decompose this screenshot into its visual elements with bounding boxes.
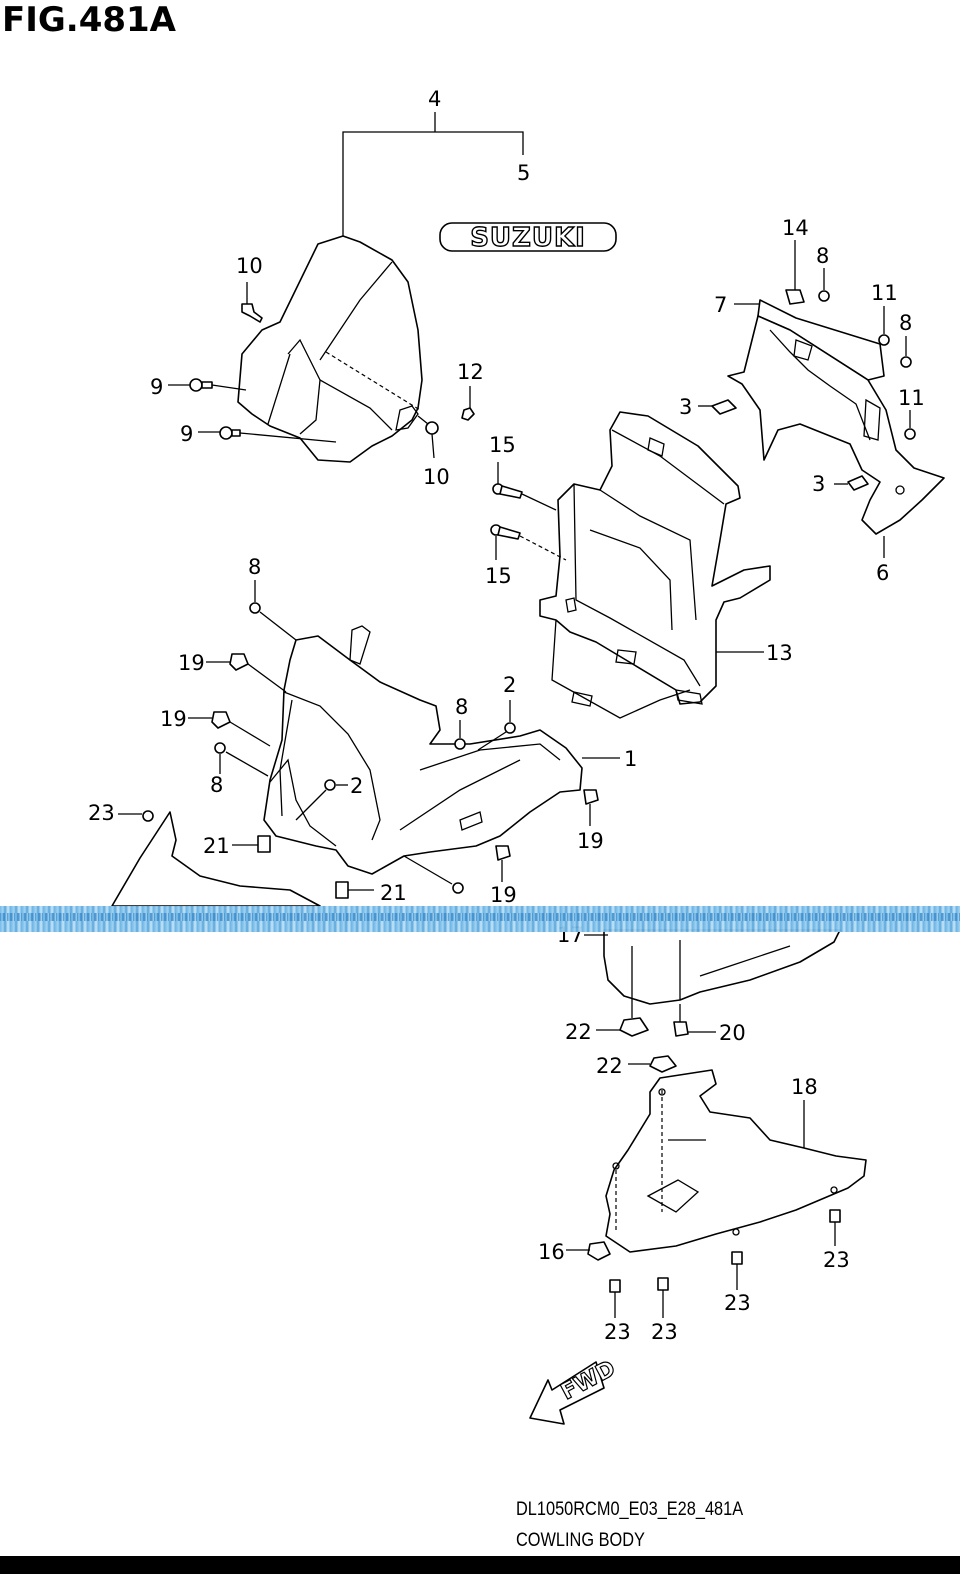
callout-10: 10 <box>423 465 450 489</box>
bottom-border <box>0 1556 960 1574</box>
callout-22: 22 <box>596 1054 623 1078</box>
emblem-text: SUZUKI <box>470 223 586 253</box>
callout-18: 18 <box>791 1075 818 1099</box>
windscreen-part-4 <box>237 112 524 463</box>
bolts-15 <box>490 462 567 561</box>
callout-15: 15 <box>489 433 516 457</box>
callout-6: 6 <box>876 561 889 585</box>
callout-22: 22 <box>565 1020 592 1044</box>
callout-11: 11 <box>871 281 898 305</box>
callout-19: 19 <box>160 707 187 731</box>
callout-8: 8 <box>816 244 829 268</box>
side-panel-left <box>111 811 321 907</box>
callout-21: 21 <box>203 834 230 858</box>
suzuki-emblem-part-5: SUZUKI <box>439 222 617 254</box>
headlight-bracket-part-13 <box>539 411 771 719</box>
drawing-code: DL1050RCM0_E03_E28_481A <box>516 1499 744 1520</box>
callout-11: 11 <box>898 386 925 410</box>
drawing-caption: COWLING BODY <box>516 1530 645 1551</box>
callout-9: 9 <box>150 375 163 399</box>
fasteners-lower <box>118 580 599 899</box>
callout-8: 8 <box>899 311 912 335</box>
windscreen-screws <box>168 282 475 459</box>
callout-8: 8 <box>248 555 261 579</box>
inner-cowl-part-1 <box>263 625 620 875</box>
callout-14: 14 <box>782 216 809 240</box>
callout-23: 23 <box>651 1320 678 1344</box>
callout-19: 19 <box>577 829 604 853</box>
callout-16: 16 <box>538 1240 565 1264</box>
figure-title: FIG.481A <box>2 0 176 40</box>
callout-19: 19 <box>490 883 517 907</box>
callout-4: 4 <box>428 87 441 111</box>
callout-labels: 4 5 14 8 10 11 8 7 9 12 9 3 11 10 15 3 6… <box>88 87 925 1344</box>
callout-23: 23 <box>823 1248 850 1272</box>
callout-19: 19 <box>178 651 205 675</box>
callout-15: 15 <box>485 564 512 588</box>
inner-cowl-part-6 <box>698 240 945 558</box>
callout-3: 3 <box>679 395 692 419</box>
callout-13: 13 <box>766 641 793 665</box>
callout-10: 10 <box>236 254 263 278</box>
callout-5: 5 <box>517 161 530 185</box>
scan-artifact-band-dark <box>0 913 960 921</box>
callout-9: 9 <box>180 422 193 446</box>
under-cowl-part-18 <box>566 1069 867 1318</box>
callout-8: 8 <box>455 695 468 719</box>
callout-12: 12 <box>457 360 484 384</box>
callout-20: 20 <box>719 1021 746 1045</box>
forward-arrow-icon: FWD <box>529 1356 620 1425</box>
callout-23: 23 <box>604 1320 631 1344</box>
under-cowl-part-17 <box>584 929 841 1073</box>
callout-23: 23 <box>724 1291 751 1315</box>
callout-23: 23 <box>88 801 115 825</box>
fwd-label: FWD <box>557 1356 620 1405</box>
callout-21: 21 <box>380 881 407 905</box>
callout-8: 8 <box>210 773 223 797</box>
callout-3: 3 <box>812 472 825 496</box>
callout-1: 1 <box>624 747 637 771</box>
callout-7: 7 <box>714 293 727 317</box>
callout-2: 2 <box>503 673 516 697</box>
callout-2: 2 <box>350 774 363 798</box>
